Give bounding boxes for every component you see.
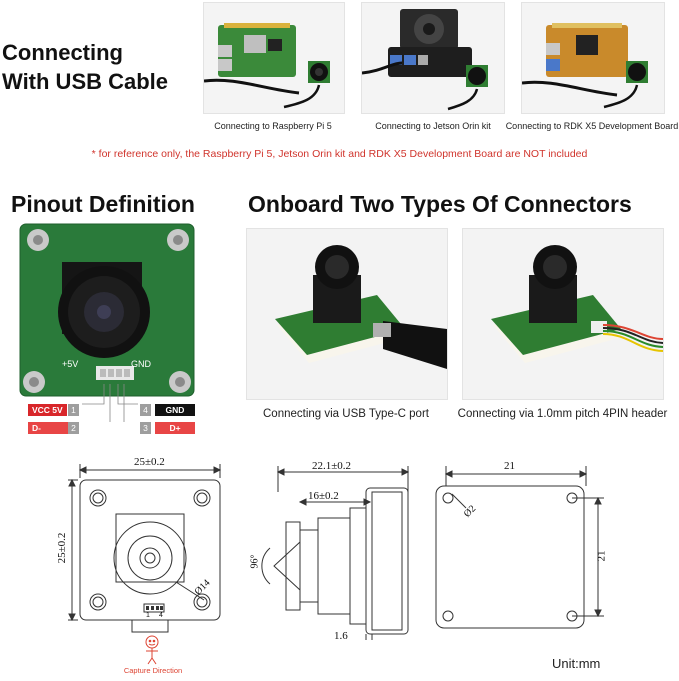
side-lens-dim: 16±0.2: [308, 490, 339, 502]
board-label-vcc: +5V: [62, 359, 79, 369]
pin-num-2: 2: [68, 422, 79, 434]
connectors-title: Onboard Two Types Of Connectors: [248, 191, 632, 217]
photo-rdk-x5: [521, 2, 665, 114]
unit-label: Unit:mm: [552, 656, 601, 671]
pin-leader-lines: [82, 384, 138, 422]
pinout-title: Pinout Definition: [11, 191, 195, 217]
pin-num-1: 1: [68, 404, 79, 416]
photo-usb-typec-connection: [246, 228, 448, 400]
back-height-dim: 21: [595, 550, 608, 562]
side-thickness: 1.6: [334, 630, 348, 642]
front-pin-1: 1: [146, 612, 150, 619]
pin-tag-dplus: D+: [155, 422, 195, 434]
reference-note: * for reference only, the Raspberry Pi 5…: [91, 148, 588, 160]
side-angle: 96°: [249, 554, 261, 569]
jetson-illustration: [362, 3, 504, 113]
photo-4pin-header-connection: [462, 228, 664, 400]
camera-board-photo: +5V GND: [18, 222, 196, 398]
pin-num-3: 3: [140, 422, 151, 434]
side-total-dim: 22.1±0.2: [312, 460, 352, 472]
side-view-drawing: 22.1±0.2 16±0.2 96° 1.6: [250, 452, 426, 652]
capture-direction-label: Capture Direction: [123, 666, 183, 675]
front-pin-4: 4: [159, 612, 163, 619]
board-label-gnd: GND: [131, 359, 151, 369]
caption-jetson-orin: Connecting to Jetson Orin kit: [375, 121, 491, 131]
pin-num-4: 4: [140, 404, 151, 416]
pin-tag-vcc: VCC 5V: [28, 404, 67, 416]
back-width-dim: 21: [504, 460, 515, 472]
rdk-x5-illustration: [522, 3, 664, 113]
caption-usb-typec: Connecting via USB Type-C port: [263, 408, 429, 420]
caption-rdk-x5: Connecting to RDK X5 Development Board: [505, 121, 679, 131]
back-view-drawing: 21 Ø2 21: [432, 452, 612, 642]
caption-raspberry-pi-5: Connecting to Raspberry Pi 5: [214, 121, 332, 131]
raspberry-pi-illustration: [204, 3, 344, 113]
usb-title-line2: With USB Cable: [2, 69, 169, 94]
pin-tag-dminus: D-: [28, 422, 68, 434]
photo-jetson-orin: [361, 2, 505, 114]
usb-title-line1: Connecting: [2, 40, 123, 65]
usb-section-title: Connecting With USB Cable: [2, 38, 168, 96]
pin-tag-gnd: GND: [155, 404, 195, 416]
front-width-dim: 25±0.2: [134, 456, 165, 468]
front-height-dim: 25±0.2: [56, 532, 68, 564]
front-view-drawing: 25±0.2 25±0.2 Ø14 1 4 Capture Direction: [54, 452, 244, 676]
photo-raspberry-pi-5: [203, 2, 345, 114]
caption-4pin-header: Connecting via 1.0mm pitch 4PIN header: [457, 408, 668, 420]
